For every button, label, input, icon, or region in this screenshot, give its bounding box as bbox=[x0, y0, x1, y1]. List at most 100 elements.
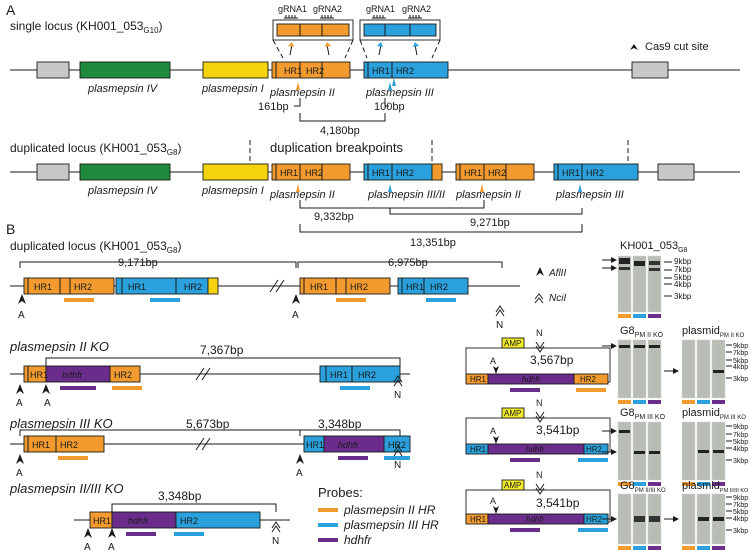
dup-a-hr2-2: HR2 bbox=[396, 168, 414, 178]
probe-pm3-label: plasmepsin III HR bbox=[343, 518, 439, 532]
b-dup-hr2-1: HR2 bbox=[74, 282, 92, 292]
ko3-hdhfr: hdhfr bbox=[338, 440, 360, 450]
grna2-label-b: gRNA2 bbox=[402, 4, 431, 14]
ko3-amp: AMP bbox=[504, 409, 521, 418]
nci-icon bbox=[534, 293, 544, 304]
dist-9171: 9,171bp bbox=[118, 257, 158, 269]
ko2p-a: A bbox=[490, 356, 496, 366]
probe-hdhfr-label: hdhfr bbox=[344, 533, 372, 547]
cas9-legend: Cas9 cut site bbox=[645, 41, 709, 53]
ko23-a1: A bbox=[84, 542, 91, 552]
ko2-a1: A bbox=[16, 398, 23, 409]
b-dup-hr1-3: HR1 bbox=[310, 282, 328, 292]
gel2 bbox=[602, 339, 732, 404]
gel4-l3: 3kbp bbox=[733, 528, 748, 535]
dist-13351: 13,351bp bbox=[410, 237, 456, 249]
ko3p-hr2: HR2 bbox=[586, 445, 603, 454]
ko3-hr2-b: HR2 bbox=[388, 440, 406, 450]
gel3-l9: 9kbp bbox=[733, 424, 748, 431]
ko3-dist2: 3,348bp bbox=[318, 417, 362, 431]
ko3-hr1: HR1 bbox=[32, 440, 50, 450]
dup-label-pm1: plasmepsin I bbox=[201, 185, 264, 197]
afl-icon bbox=[536, 267, 544, 276]
ko3-dist1: 5,673bp bbox=[186, 417, 230, 431]
ko23-amp: AMP bbox=[504, 481, 521, 490]
single-locus-map: HR1 HR2 HR1 HR2 bbox=[10, 61, 740, 90]
ko3-n: N bbox=[394, 460, 401, 471]
gel1-l9: 9kbp bbox=[674, 257, 692, 266]
ko2-a2: A bbox=[44, 398, 51, 409]
gel3-l7: 7kbp bbox=[733, 432, 748, 439]
hr1-pm3: HR1 bbox=[372, 66, 390, 76]
ko3-plasmid: AMP HR1 hdhfr HR2 bbox=[465, 407, 611, 462]
label-pm1: plasmepsin I bbox=[201, 83, 264, 95]
b-dup-hr2-4: HR2 bbox=[430, 282, 448, 292]
b-dup-hr1-4: HR1 bbox=[406, 282, 424, 292]
dup-breakpoints-label: duplication breakpoints bbox=[270, 140, 403, 155]
gel1-title: KH001_053G8 bbox=[620, 240, 688, 254]
dup-a-hr2-1: HR2 bbox=[305, 168, 323, 178]
ko2-hdhfr: hdhfr bbox=[62, 370, 84, 380]
single-locus-title: single locus (KH001_053G10) bbox=[10, 19, 163, 35]
ko23-hr2: HR2 bbox=[180, 516, 198, 526]
gel2-l9: 9kbp bbox=[733, 343, 748, 350]
ko23p-hr1: HR1 bbox=[470, 515, 487, 524]
hr2-pm2: HR2 bbox=[306, 66, 324, 76]
ko2p-hdhfr: hdhfr bbox=[522, 375, 541, 384]
b-dup-hr1-2: HR1 bbox=[128, 282, 146, 292]
ko3-map: HR1 HR2 HR1 hdhfr HR2 bbox=[10, 429, 411, 464]
cas9-icon bbox=[630, 44, 638, 50]
gel1-l5: 5kbp bbox=[674, 273, 692, 282]
dup-label-pm4: plasmepsin IV bbox=[87, 185, 159, 197]
dist-4180: 4,180bp bbox=[320, 125, 360, 137]
grna-zoom-pm2: gRNA1 gRNA2 bbox=[272, 4, 354, 56]
gel2-l7: 7kbp bbox=[733, 350, 748, 357]
ko2-hr1: HR1 bbox=[30, 370, 48, 380]
ko3-title: plasmepsin III KO bbox=[9, 416, 113, 431]
ko3p-a: A bbox=[490, 426, 496, 436]
gel3-title: G8PM III KO bbox=[620, 407, 666, 421]
gel1 bbox=[602, 255, 672, 318]
ko3-hr1-b: HR1 bbox=[306, 440, 324, 450]
dup-a-hr2-3: HR2 bbox=[488, 168, 506, 178]
site-a-2: A bbox=[292, 310, 299, 321]
b-dup-hr1-1: HR1 bbox=[34, 282, 52, 292]
ko23p-hr2: HR2 bbox=[586, 515, 603, 524]
panel-b-label: B bbox=[6, 221, 15, 237]
gel3-l3: 3kbp bbox=[733, 458, 748, 465]
ko23-hr1: HR1 bbox=[93, 516, 111, 526]
dup-label-pm2a: plasmepsin II bbox=[269, 189, 335, 201]
probe-pm3-swatch bbox=[318, 523, 338, 527]
ko3p-n: N bbox=[536, 398, 543, 408]
panel-a-label: A bbox=[6, 2, 16, 18]
ko23p-dist: 3,541bp bbox=[536, 496, 580, 510]
ko2-plasmid: AMP HR1 hdhfr HR2 bbox=[465, 337, 611, 392]
dist-9332: 9,332bp bbox=[314, 211, 354, 223]
gel3p-title: plasmidPM III KO bbox=[682, 407, 746, 421]
dup-label-pm3-dup: plasmepsin III bbox=[555, 189, 624, 201]
gel2-title: G8PM II KO bbox=[620, 325, 664, 339]
ko2-hr2-b: HR2 bbox=[358, 370, 376, 380]
ko23-hdhfr: hdhfr bbox=[128, 516, 150, 526]
gel1-l3: 3kbp bbox=[674, 292, 692, 301]
gel2-l3: 3kbp bbox=[733, 376, 748, 383]
ko2-amp: AMP bbox=[504, 339, 521, 348]
ko3p-hr1: HR1 bbox=[470, 445, 487, 454]
ko23p-n: N bbox=[536, 470, 543, 480]
ko2-title: plasmepsin II KO bbox=[9, 339, 109, 354]
gel4-l9: 9kbp bbox=[733, 495, 748, 502]
dup-a-hr1-2: HR1 bbox=[372, 168, 390, 178]
site-a-1: A bbox=[18, 310, 25, 321]
dup-label-pm32: plasmepsin III/II bbox=[367, 189, 445, 201]
gel4-l7: 7kbp bbox=[733, 502, 748, 509]
ko23-map: HR1 hdhfr HR2 bbox=[74, 503, 290, 538]
gel1-l7: 7kbp bbox=[674, 265, 692, 274]
ko23-title: plasmepsin II/III KO bbox=[9, 481, 123, 496]
gel4 bbox=[602, 493, 732, 550]
b-dup-hr2-3: HR2 bbox=[350, 282, 368, 292]
b-dup-hr2-2: HR2 bbox=[184, 282, 202, 292]
gel4-title: G8PM II/III KO bbox=[620, 480, 666, 494]
dup-locus-title-b: duplicated locus (KH001_053G8) bbox=[10, 239, 181, 255]
ko2p-hr1: HR1 bbox=[470, 375, 487, 384]
probe-hdhfr-swatch bbox=[318, 538, 338, 542]
